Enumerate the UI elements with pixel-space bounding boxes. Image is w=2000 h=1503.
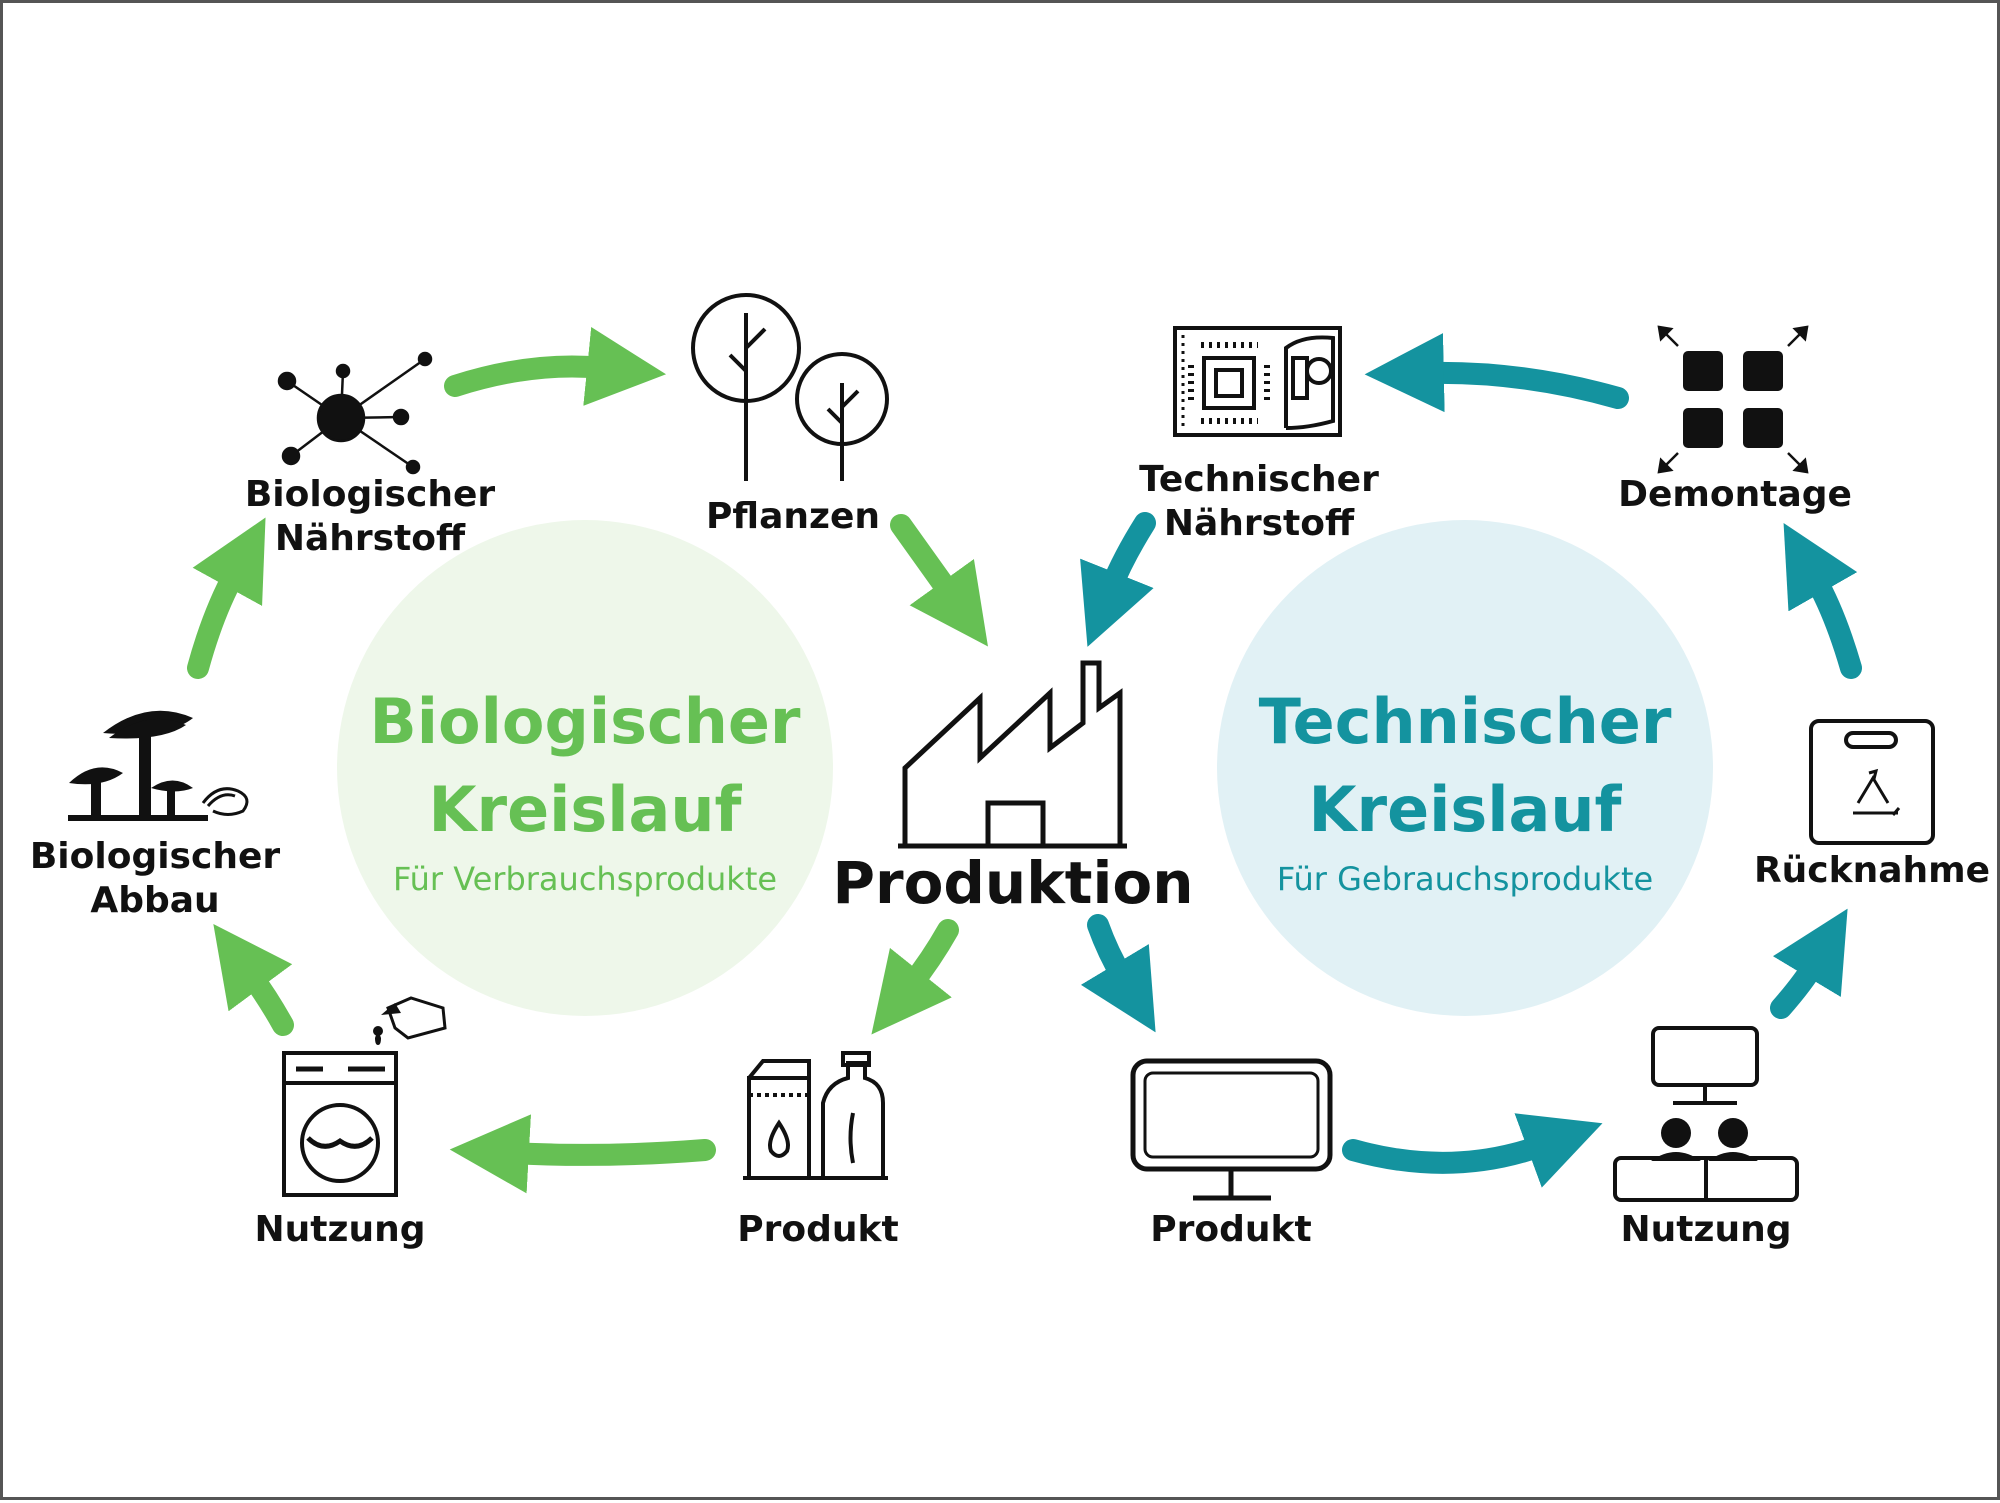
mushroom-worm-icon xyxy=(68,710,249,821)
arrow-plants-to-production xyxy=(890,514,988,647)
factory-icon xyxy=(898,660,1127,849)
technical-use-label: Nutzung xyxy=(1620,1209,1792,1250)
dismantling-label: Demontage xyxy=(1618,474,1852,515)
detergent-icon xyxy=(743,1051,888,1180)
technical-nutrient-label: Technischer Nährstoff xyxy=(1139,458,1379,546)
diagram-graphics xyxy=(68,293,1935,1202)
arrow-product-to-use xyxy=(449,1114,716,1194)
plants-label: Pflanzen xyxy=(706,496,880,537)
biological-title-line2: Kreislauf xyxy=(428,773,742,846)
biological-cycle-circle xyxy=(337,520,833,1016)
arrow-nutrient-to-production xyxy=(1080,512,1156,647)
decomposition-line1: Biologischer xyxy=(29,836,281,877)
arrow-use-to-return xyxy=(1770,908,1848,1019)
arrow-production-to-product-tech xyxy=(1080,914,1156,1033)
production-label: Produktion xyxy=(832,849,1194,917)
arrow-production-to-product xyxy=(871,919,959,1035)
biological-nutrient-line1: Biologischer xyxy=(244,474,496,515)
arrow-product-to-use-tech xyxy=(1342,1113,1603,1188)
dismantle-icon xyxy=(1657,325,1809,474)
arrow-dismantling-to-nutrient xyxy=(1364,333,1629,413)
arrow-use-to-decomposition xyxy=(213,924,294,1036)
biological-decomposition-label: Biologischer Abbau xyxy=(30,835,280,923)
technical-subtitle: Für Gebrauchsprodukte xyxy=(1276,860,1654,898)
detergent-drop-icon xyxy=(373,996,447,1045)
biological-nutrient-label: Biologischer Nährstoff xyxy=(245,473,495,561)
computer-users-icon xyxy=(1613,1026,1799,1202)
trees-icon xyxy=(691,293,889,481)
biological-subtitle: Für Verbrauchsprodukte xyxy=(392,860,778,898)
technical-product-label: Produkt xyxy=(1150,1209,1312,1250)
molecule-icon xyxy=(277,351,433,475)
technical-cycle-title: Technischer Kreislauf xyxy=(1259,678,1672,854)
washing-machine-icon xyxy=(282,1051,398,1197)
monitor-icon xyxy=(1130,1058,1333,1201)
biological-cycle-title: Biologischer Kreislauf xyxy=(369,678,800,854)
biological-product-label: Produkt xyxy=(737,1209,899,1250)
arrow-nutrient-to-plants xyxy=(444,327,667,406)
arrow-decomposition-to-nutrient xyxy=(187,517,266,679)
technical-title-line1: Technischer xyxy=(1258,685,1672,758)
technical-nutrient-line1: Technischer xyxy=(1139,459,1379,500)
biological-nutrient-line2: Nährstoff xyxy=(274,518,466,559)
technical-cycle-circle xyxy=(1217,520,1713,1016)
circuit-board-icon xyxy=(1173,326,1342,437)
biological-title-line1: Biologischer xyxy=(369,685,801,758)
technical-title-line2: Kreislauf xyxy=(1308,773,1622,846)
biological-use-label: Nutzung xyxy=(254,1209,426,1250)
return-label: Rücknahme xyxy=(1753,850,1991,891)
decomposition-line2: Abbau xyxy=(90,880,220,921)
technical-nutrient-line2: Nährstoff xyxy=(1163,503,1355,544)
arrow-return-to-dismantling xyxy=(1783,522,1862,679)
recycling-box-icon xyxy=(1809,719,1935,845)
